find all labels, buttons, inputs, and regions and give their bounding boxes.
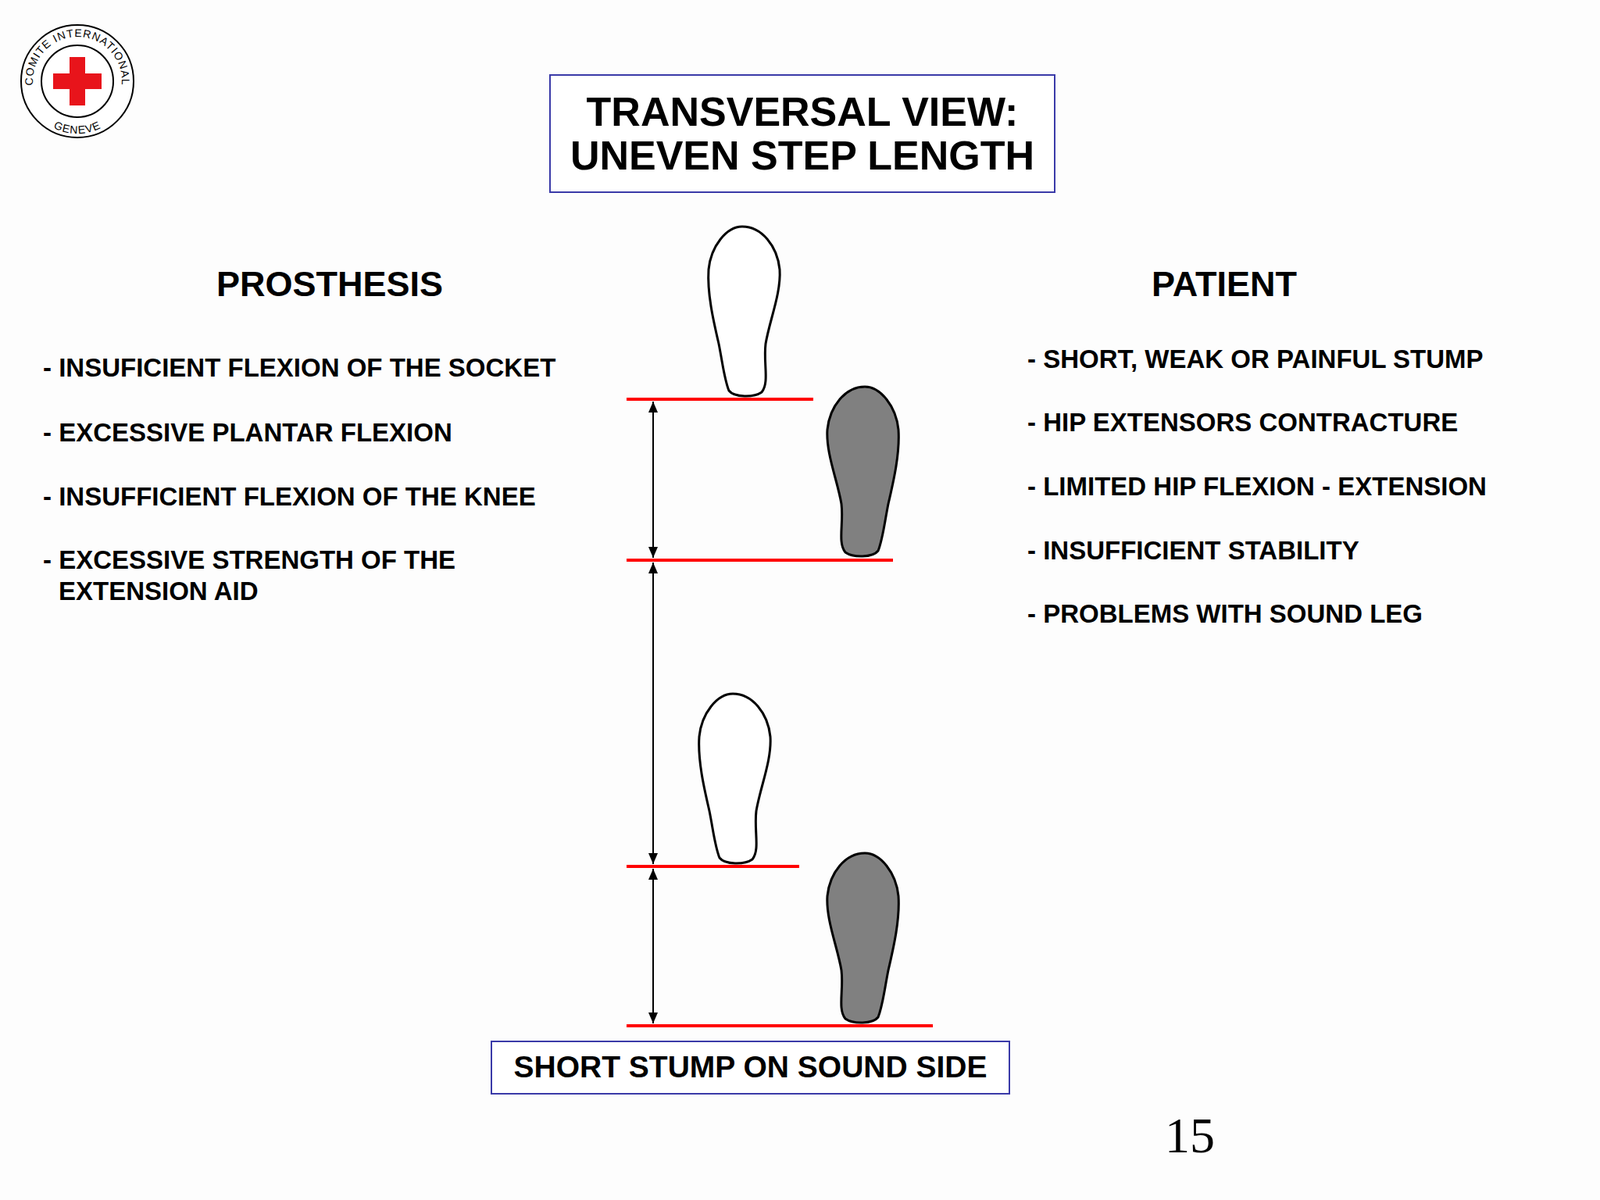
prosthetic-footprint bbox=[708, 226, 780, 397]
column-heading: PATIENT bbox=[989, 263, 1459, 306]
step-line bbox=[626, 397, 814, 401]
slide-caption: SHORT STUMP ON SOUND SIDE bbox=[505, 1050, 995, 1084]
cause-item: - LIMITED HIP FLEXION - EXTENSION bbox=[1027, 471, 1600, 503]
sound-footprint bbox=[827, 386, 899, 557]
logo-inner-ring bbox=[41, 45, 114, 118]
step-line bbox=[626, 864, 800, 868]
cause-item: - INSUFFICIENT FLEXION OF THE KNEE bbox=[42, 481, 622, 513]
cause-item: - HIP EXTENSORS CONTRACTURE bbox=[1027, 407, 1600, 439]
prosthetic-footprint bbox=[699, 693, 771, 864]
logo-outer-ring bbox=[21, 25, 134, 138]
step-line bbox=[626, 558, 893, 562]
page-number: 15 bbox=[1111, 1110, 1268, 1161]
step-line bbox=[626, 1024, 933, 1028]
caption-box: SHORT STUMP ON SOUND SIDE bbox=[490, 1040, 1011, 1095]
cause-item: - EXCESSIVE PLANTAR FLEXION bbox=[42, 417, 622, 449]
sound-footprint bbox=[827, 853, 899, 1023]
dimension-arrow bbox=[652, 401, 654, 558]
dimension-arrow bbox=[652, 868, 654, 1024]
cause-item: - PROBLEMS WITH SOUND LEG bbox=[1027, 598, 1600, 630]
cause-item: - INSUFFICIENT STABILITY bbox=[1027, 535, 1600, 567]
red-cross-logo: COMITE INTERNATIONAL GENEVE bbox=[21, 25, 134, 138]
slide-title: TRANSVERSAL VIEW: UNEVEN STEP LENGTH bbox=[550, 89, 1054, 178]
cause-item: - INSUFICIENT FLEXION OF THE SOCKET bbox=[42, 352, 622, 384]
dimension-arrow bbox=[652, 562, 654, 865]
red-cross-bar bbox=[69, 57, 86, 106]
title-box: TRANSVERSAL VIEW: UNEVEN STEP LENGTH bbox=[549, 74, 1056, 193]
cause-item: - EXCESSIVE STRENGTH OF THE EXTENSION AI… bbox=[42, 544, 465, 607]
footprints bbox=[699, 226, 900, 1023]
column-heading: PROSTHESIS bbox=[95, 263, 565, 306]
logo-text: COMITE INTERNATIONAL bbox=[22, 26, 133, 86]
step-dimensions bbox=[653, 401, 654, 1024]
cause-item: - SHORT, WEAK OR PAINFUL STUMP bbox=[1027, 343, 1600, 375]
logo-text: GENEVE bbox=[52, 118, 103, 137]
